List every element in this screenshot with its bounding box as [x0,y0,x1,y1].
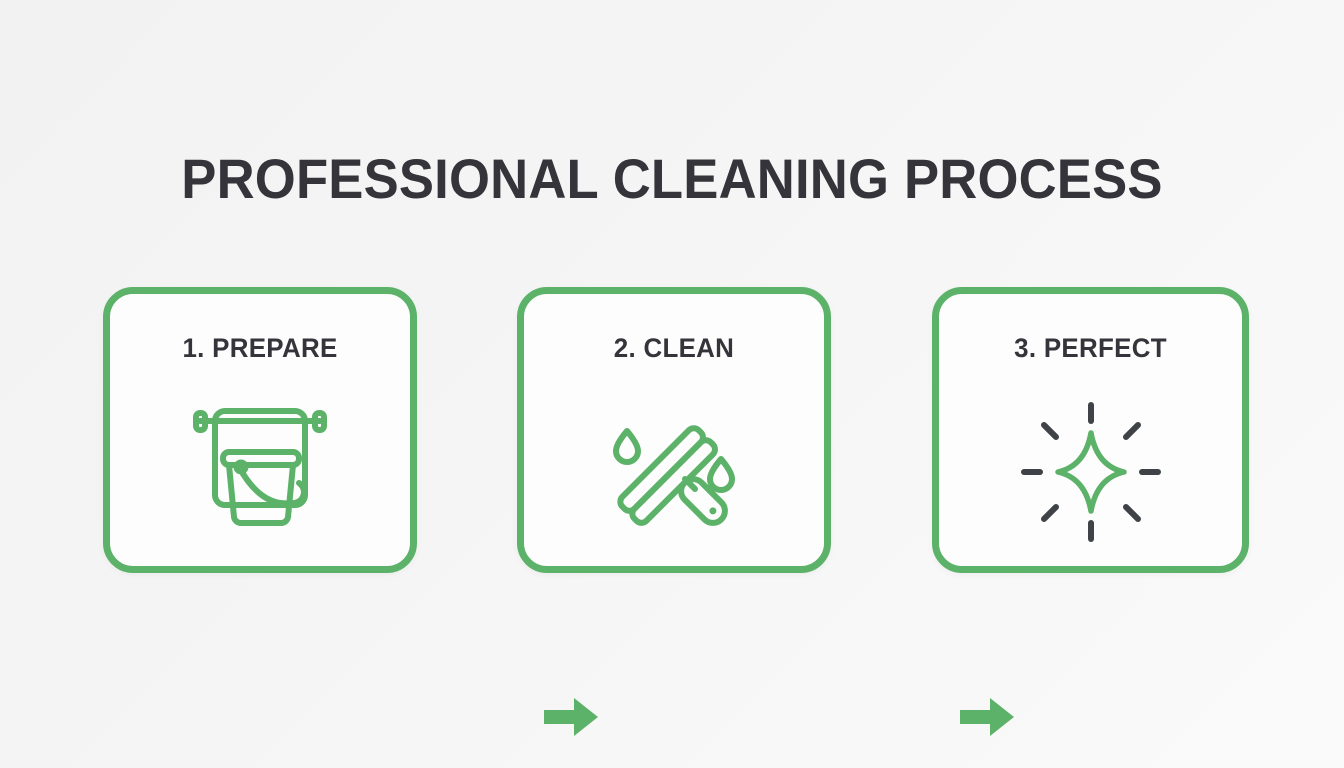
page-title: PROFESSIONAL CLEANING PROCESS [181,147,1163,210]
step-card-prepare[interactable]: 1. PREPARE [103,287,417,573]
process-steps-row: 1. PREPARE [103,287,1249,736]
squeegee-icon [599,397,749,547]
step-label-clean: 2. CLEAN [613,333,735,363]
sparkle-icon [1016,397,1166,547]
step-label-perfect: 3. PERFECT [1014,333,1167,363]
bucket-icon [185,397,335,547]
arrow-right-icon-1 [544,698,598,736]
step-card-clean[interactable]: 2. CLEAN [517,287,831,573]
step-label-prepare: 1. PREPARE [182,333,338,363]
arrow-right-icon-2 [960,698,1014,736]
step-card-perfect[interactable]: 3. PERFECT [932,287,1249,573]
